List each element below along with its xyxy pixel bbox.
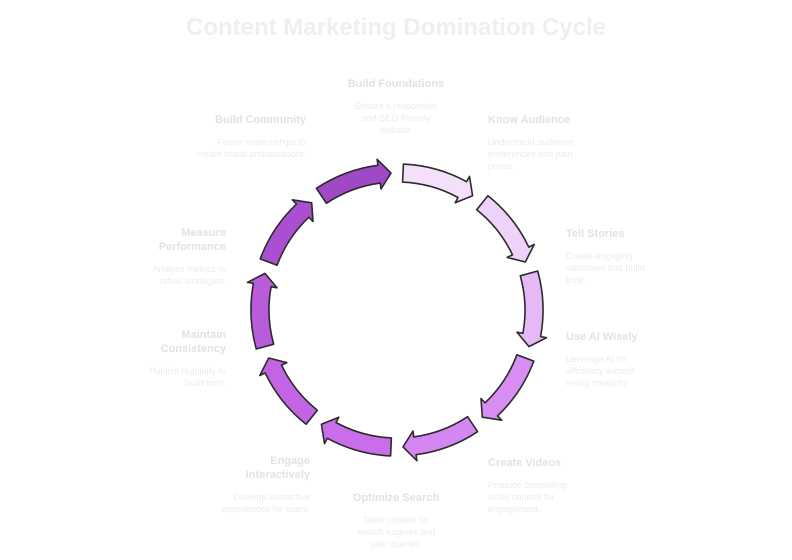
- stage-description: Foster relationships to create brand amb…: [196, 137, 306, 159]
- cycle-arrow-know-audience: [475, 194, 535, 263]
- stage-label-create-videos: Create Videos Produce compelling video c…: [488, 456, 608, 515]
- stage-title: Maintain Consistency: [160, 329, 226, 355]
- stage-label-use-ai-wisely: Use AI Wisely Leverage AI for efficiency…: [566, 330, 686, 389]
- stage-description: Publish regularly to build trust.: [149, 366, 226, 388]
- stage-label-build-foundations: Build Foundations Ensure a responsive an…: [336, 77, 456, 136]
- stage-title: Use AI Wisely: [566, 331, 638, 343]
- stage-title: Engage Interactively: [245, 455, 310, 481]
- stage-description: Understand audience preferences and pain…: [488, 137, 574, 171]
- stage-title: Build Foundations: [347, 78, 445, 90]
- cycle-arrow-build-foundations: [401, 163, 474, 204]
- stage-label-tell-stories: Tell Stories Create engaging narratives …: [566, 227, 686, 286]
- stage-description: Ensure a responsive and SEO-friendly web…: [354, 101, 438, 135]
- diagram-title: Content Marketing Domination Cycle: [185, 14, 607, 41]
- stage-description: Analyze metrics to refine strategies.: [152, 264, 226, 286]
- stage-description: Leverage AI for efficiency without losin…: [566, 354, 635, 388]
- cycle-arrow-optimize-search: [320, 416, 393, 457]
- stage-description: Produce compelling video content for eng…: [488, 480, 568, 514]
- stage-description: Tailor content for search engines and us…: [356, 515, 436, 549]
- cycle-arrow-engage-interactively: [259, 357, 319, 426]
- stage-title: Tell Stories: [566, 228, 625, 240]
- cycle-arrow-use-ai-wisely: [480, 354, 535, 421]
- cycle-arrow-measure-performance: [259, 199, 314, 266]
- stage-label-know-audience: Know Audience Understand audience prefer…: [488, 113, 608, 172]
- stage-title: Create Videos: [488, 457, 562, 469]
- stage-title: Measure Performance: [158, 227, 226, 253]
- cycle-arrow-tell-stories: [516, 270, 548, 348]
- stage-label-maintain-consistency: Maintain Consistency Publish regularly t…: [106, 328, 226, 389]
- stage-label-build-community: Build Community Foster relationships to …: [186, 113, 306, 160]
- cycle-arrow-maintain-consistency: [246, 272, 278, 350]
- stage-description: Create engaging narratives that build tr…: [566, 251, 645, 285]
- stage-label-measure-performance: Measure Performance Analyze metrics to r…: [106, 226, 226, 287]
- stage-title: Build Community: [214, 114, 306, 126]
- stage-description: Develop interactive experiences for user…: [221, 492, 310, 514]
- cycle-arrow-build-community: [315, 158, 392, 205]
- stage-title: Optimize Search: [352, 492, 440, 504]
- stage-label-optimize-search: Optimize Search Tailor content for searc…: [336, 491, 456, 550]
- stage-label-engage-interactively: Engage Interactively Develop interactive…: [190, 454, 310, 515]
- cycle-arrow-create-videos: [402, 415, 479, 462]
- stage-title: Know Audience: [488, 114, 571, 126]
